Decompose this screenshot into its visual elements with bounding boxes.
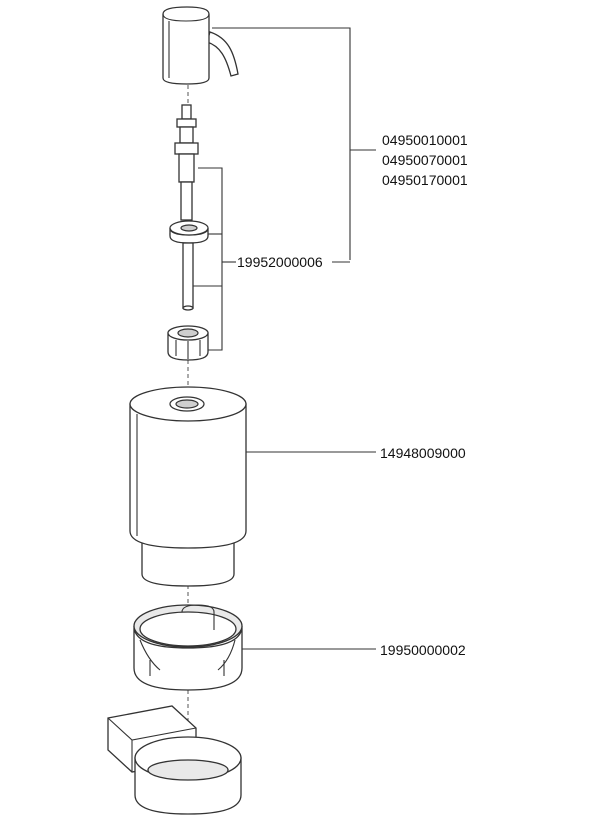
pump-tube-part-number: 19952000006 [236, 252, 324, 272]
leader-lines [193, 27, 376, 650]
pump-head-drawing [162, 6, 239, 85]
retaining-ring-drawing [133, 604, 243, 691]
part-number: 04950070001 [382, 152, 468, 168]
retaining-ring-part-number: 19950000002 [380, 642, 466, 658]
pump-head-part-numbers: 04950010001 04950070001 04950170001 [382, 130, 468, 190]
holder-drawing [107, 705, 242, 815]
part-number: 04950170001 [382, 172, 468, 188]
bottle-part-number: 14948009000 [380, 445, 466, 461]
pump-tube-drawing [167, 104, 209, 361]
bottle-drawing [129, 386, 247, 587]
part-number: 04950010001 [382, 132, 468, 148]
